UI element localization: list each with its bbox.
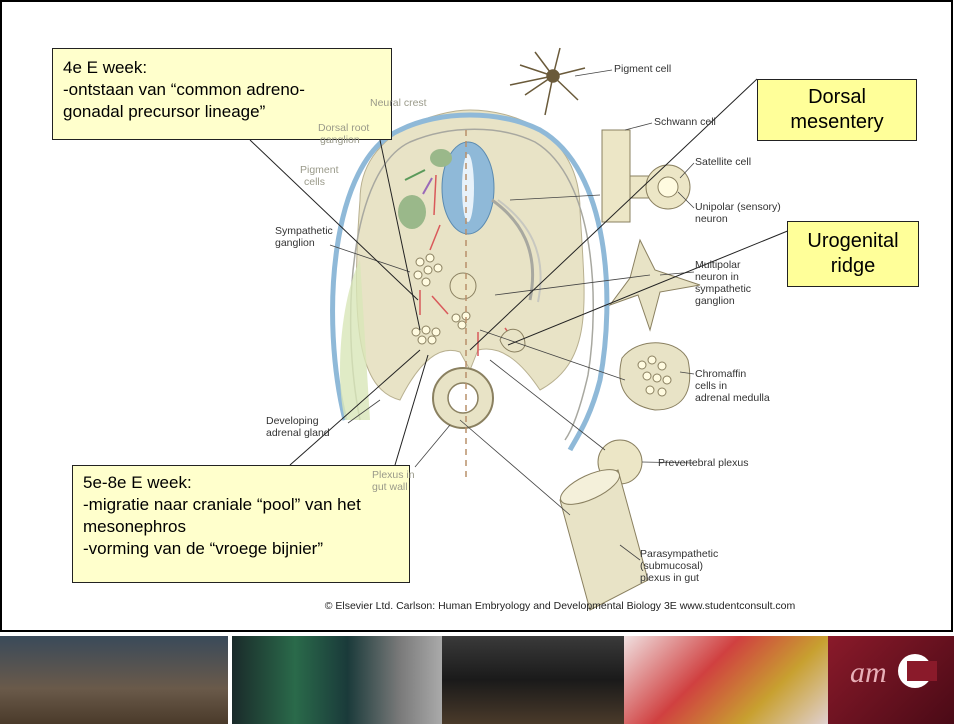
logo-text: am [850, 656, 887, 690]
label-sympathetic-ganglion: ganglion [275, 237, 315, 249]
label-developing: Developing [266, 415, 319, 427]
callout-line: 4e E week: [63, 57, 381, 79]
gut-lumen [448, 383, 478, 413]
notochord [450, 273, 476, 299]
footer-photo-strip [0, 636, 954, 724]
callout-line: -migratie naar craniale “pool” van het [83, 494, 399, 516]
callout-line: mesentery [758, 110, 916, 135]
label-sympathetic-right: sympathetic [695, 283, 751, 295]
label-satellite-cell: Satellite cell [695, 156, 751, 168]
footer-photo-hologram [232, 636, 442, 724]
label-adrenal-gland: adrenal gland [266, 427, 330, 439]
label-neural-crest: Neural crest [370, 97, 427, 109]
callout-line: -vorming van de “vroege bijnier” [83, 538, 399, 560]
label-chromaffin: Chromaffin [695, 368, 746, 380]
label-plexus-in-gut: plexus in gut [640, 572, 699, 584]
dorsal-root-ganglion [398, 195, 426, 229]
footer-photo-students [0, 636, 228, 724]
label-multipolar: Multipolar [695, 259, 741, 271]
label-pigment-cell: Pigment cell [614, 63, 671, 75]
label-prevertebral: Prevertebral plexus [658, 457, 748, 469]
callout-line: mesonephros [83, 516, 399, 538]
label-plexus-in: Plexus in [372, 469, 415, 481]
label-unipolar: Unipolar (sensory) [695, 201, 781, 213]
copyright-text: © Elsevier Ltd. Carlson: Human Embryolog… [180, 600, 940, 612]
label-cells: cells [304, 176, 325, 188]
callout-urogenital-ridge: Urogenital ridge [787, 221, 919, 287]
callout-line: 5e-8e E week: [83, 472, 399, 494]
callout-line: Dorsal [758, 85, 916, 110]
label-cells-in: cells in [695, 380, 727, 392]
callout-5e-8e-week: 5e-8e E week: -migratie naar craniale “p… [72, 465, 410, 583]
pigment-cell-figure [510, 48, 585, 115]
callout-line: -ontstaan van “common adreno- [63, 79, 381, 101]
amc-logo: am [828, 636, 954, 724]
callout-line: Urogenital [788, 229, 918, 254]
label-neuron-in: neuron in [695, 271, 739, 283]
label-submucosal: (submucosal) [640, 560, 703, 572]
label-parasympathetic: Parasympathetic [640, 548, 718, 560]
label-dorsal-root: Dorsal root [318, 122, 369, 134]
logo-c-icon [898, 654, 932, 688]
label-sympathetic: Sympathetic [275, 225, 333, 237]
neural-tube-lumen [462, 154, 474, 222]
label-neuron: neuron [695, 213, 728, 225]
callout-line: gonadal precursor lineage” [63, 101, 381, 123]
satellite-cell-figure [646, 165, 690, 209]
callout-dorsal-mesentery: Dorsal mesentery [757, 79, 917, 141]
neural-crest-blob [430, 149, 452, 167]
label-schwann-cell: Schwann cell [654, 116, 716, 128]
label-pigment: Pigment [300, 164, 339, 176]
callout-line: ridge [788, 254, 918, 279]
label-ganglion-right: ganglion [695, 295, 735, 307]
footer-photo-painting [442, 636, 624, 724]
footer-photo-anatomy [624, 636, 828, 724]
label-gut-wall: gut wall [372, 481, 408, 493]
parasympathetic-plexus-figure [556, 463, 648, 610]
label-adrenal-medulla: adrenal medulla [695, 392, 770, 404]
label-ganglion: ganglion [320, 134, 360, 146]
